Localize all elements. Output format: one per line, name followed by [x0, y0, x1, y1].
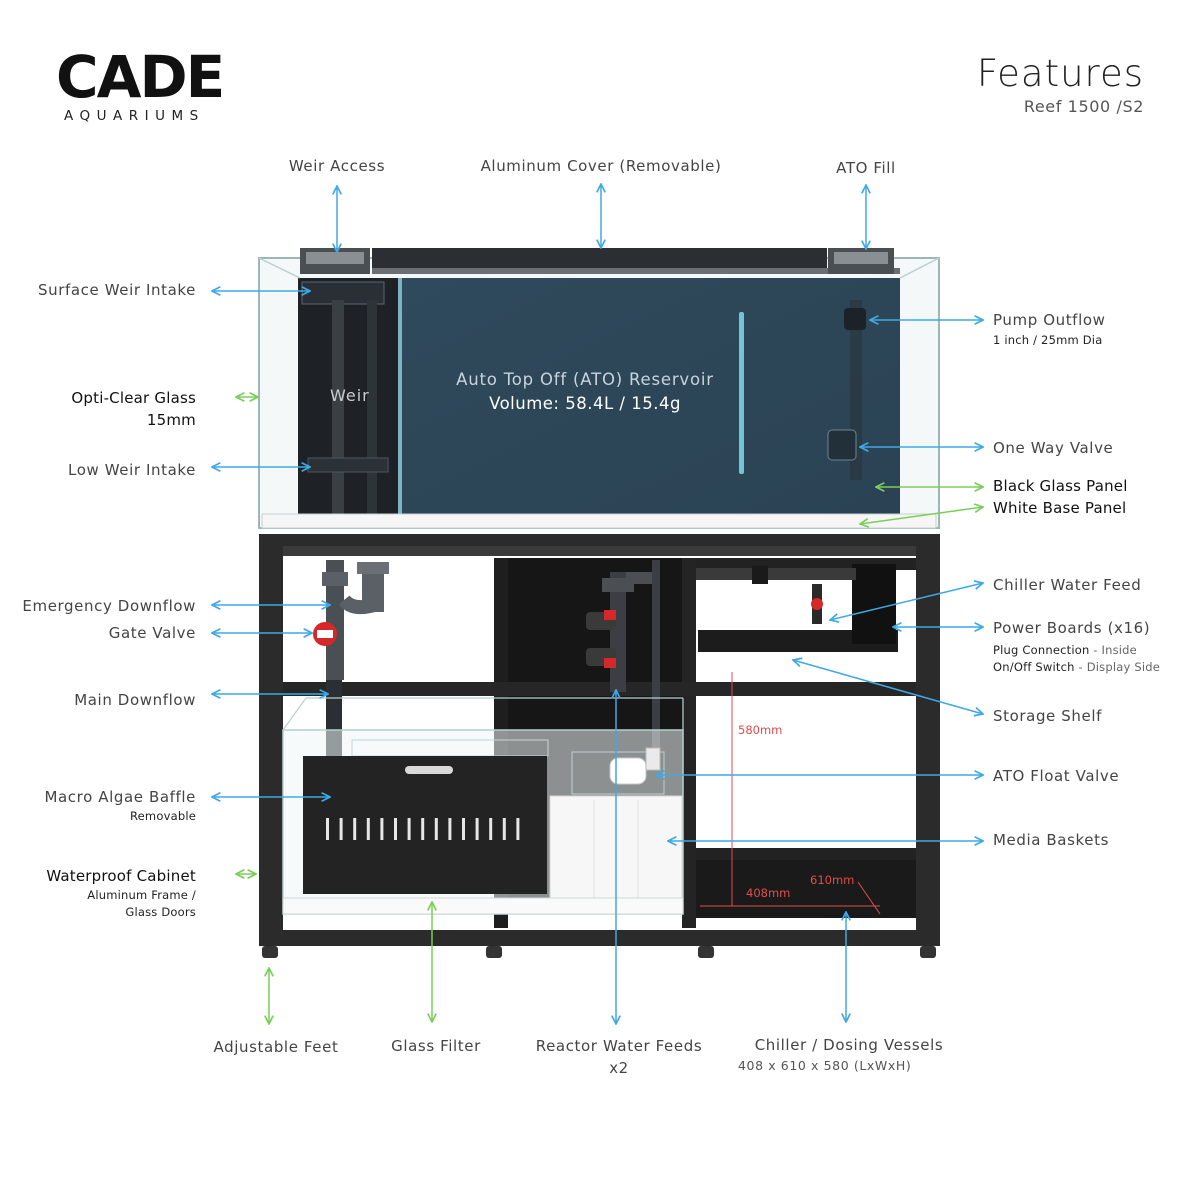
baffle-slot: [353, 818, 357, 840]
label-adjustable-feet: Adjustable Feet: [213, 1038, 339, 1056]
label-aluminum-cover: Aluminum Cover (Removable): [480, 157, 722, 175]
brand-logo-sub: AQUARIUMS: [64, 108, 205, 124]
arrow-storage-shelf: [793, 660, 983, 714]
baffle-slot: [366, 818, 370, 840]
baffle-slots: [326, 818, 520, 840]
label-surface-weir-intake: Surface Weir Intake: [38, 281, 196, 299]
label-chiller-dosing-vessels: Chiller / Dosing Vessels: [754, 1036, 944, 1054]
baffle-slot: [475, 818, 479, 840]
dimension-depth: 610mm: [810, 873, 855, 887]
display-tank: [258, 248, 940, 529]
baffle-slot: [339, 818, 343, 840]
baffle-slot: [448, 818, 452, 840]
baffle-slot: [421, 818, 425, 840]
label-emergency-downflow: Emergency Downflow: [22, 597, 196, 615]
reactor-feeds: [586, 560, 660, 760]
label-power-boards: Power Boards (x16): [993, 619, 1151, 637]
dimension-lines: [700, 672, 881, 915]
reservoir-volume: Volume: 58.4L / 15.4g: [489, 394, 681, 413]
label-chiller-water-feed: Chiller Water Feed: [993, 576, 1142, 594]
label-macro-algae-baffle: Macro Algae Baffle: [44, 788, 196, 806]
label-ato-float-valve: ATO Float Valve: [993, 767, 1120, 785]
baffle-slot: [380, 818, 384, 840]
baffle-slot: [462, 818, 465, 840]
label-plug-connection: Plug Connection - Inside: [993, 643, 1137, 657]
weir-label: Weir: [330, 386, 370, 405]
label-on-off-switch: On/Off Switch - Display Side: [993, 660, 1161, 674]
label-glass-filter: Glass Filter: [391, 1037, 481, 1055]
label-macro-algae-baffle-sub: Removable: [129, 809, 196, 823]
macro-algae-baffle: [303, 756, 547, 894]
label-reactor-water-feeds-count: x2: [609, 1059, 629, 1077]
label-black-glass-panel: Black Glass Panel: [993, 477, 1128, 495]
arrow-chiller-water-feed: [830, 583, 983, 620]
brand-logo: CADE: [56, 43, 225, 111]
baffle-slot: [326, 818, 329, 840]
dimension-height: 580mm: [738, 723, 783, 737]
baffle-slot: [502, 818, 506, 840]
chiller-valve-icon: [811, 598, 823, 610]
label-opti-clear-glass-thickness: 15mm: [146, 411, 196, 429]
label-ato-fill: ATO Fill: [836, 159, 896, 177]
label-storage-shelf: Storage Shelf: [993, 707, 1102, 725]
dimension-width: 408mm: [746, 886, 791, 900]
label-waterproof-cabinet-sub2: Glass Doors: [125, 905, 196, 919]
baffle-slot: [434, 818, 438, 840]
label-one-way-valve: One Way Valve: [993, 439, 1114, 457]
glass-sump: [282, 697, 684, 915]
label-weir-access: Weir Access: [288, 157, 386, 175]
label-main-downflow: Main Downflow: [74, 691, 196, 709]
baffle-slot: [394, 818, 397, 840]
ato-reservoir: [398, 278, 900, 518]
label-reactor-water-feeds: Reactor Water Feeds: [535, 1037, 703, 1055]
label-waterproof-cabinet: Waterproof Cabinet: [46, 867, 196, 885]
label-pump-outflow: Pump Outflow: [993, 311, 1106, 329]
power-boards: [852, 564, 896, 644]
label-media-baskets: Media Baskets: [993, 831, 1109, 849]
label-white-base-panel: White Base Panel: [993, 499, 1127, 517]
label-low-weir-intake: Low Weir Intake: [68, 461, 196, 479]
label-opti-clear-glass: Opti-Clear Glass: [71, 389, 196, 407]
arrow-white-base-panel: [860, 507, 983, 524]
baffle-slot: [516, 818, 520, 840]
reservoir-title: Auto Top Off (ATO) Reservoir: [456, 370, 714, 389]
label-gate-valve: Gate Valve: [108, 624, 196, 642]
page-title: Features: [976, 52, 1144, 95]
baffle-slot: [407, 818, 411, 840]
label-chiller-dosing-vessels-dims: 408 x 610 x 580 (LxWxH): [738, 1058, 912, 1073]
storage-shelf: [698, 630, 898, 652]
baffle-slot: [489, 818, 493, 840]
label-pump-outflow-sub: 1 inch / 25mm Dia: [993, 333, 1103, 347]
model-name: Reef 1500 /S2: [1023, 97, 1144, 116]
label-waterproof-cabinet-sub1: Aluminum Frame /: [87, 888, 196, 902]
